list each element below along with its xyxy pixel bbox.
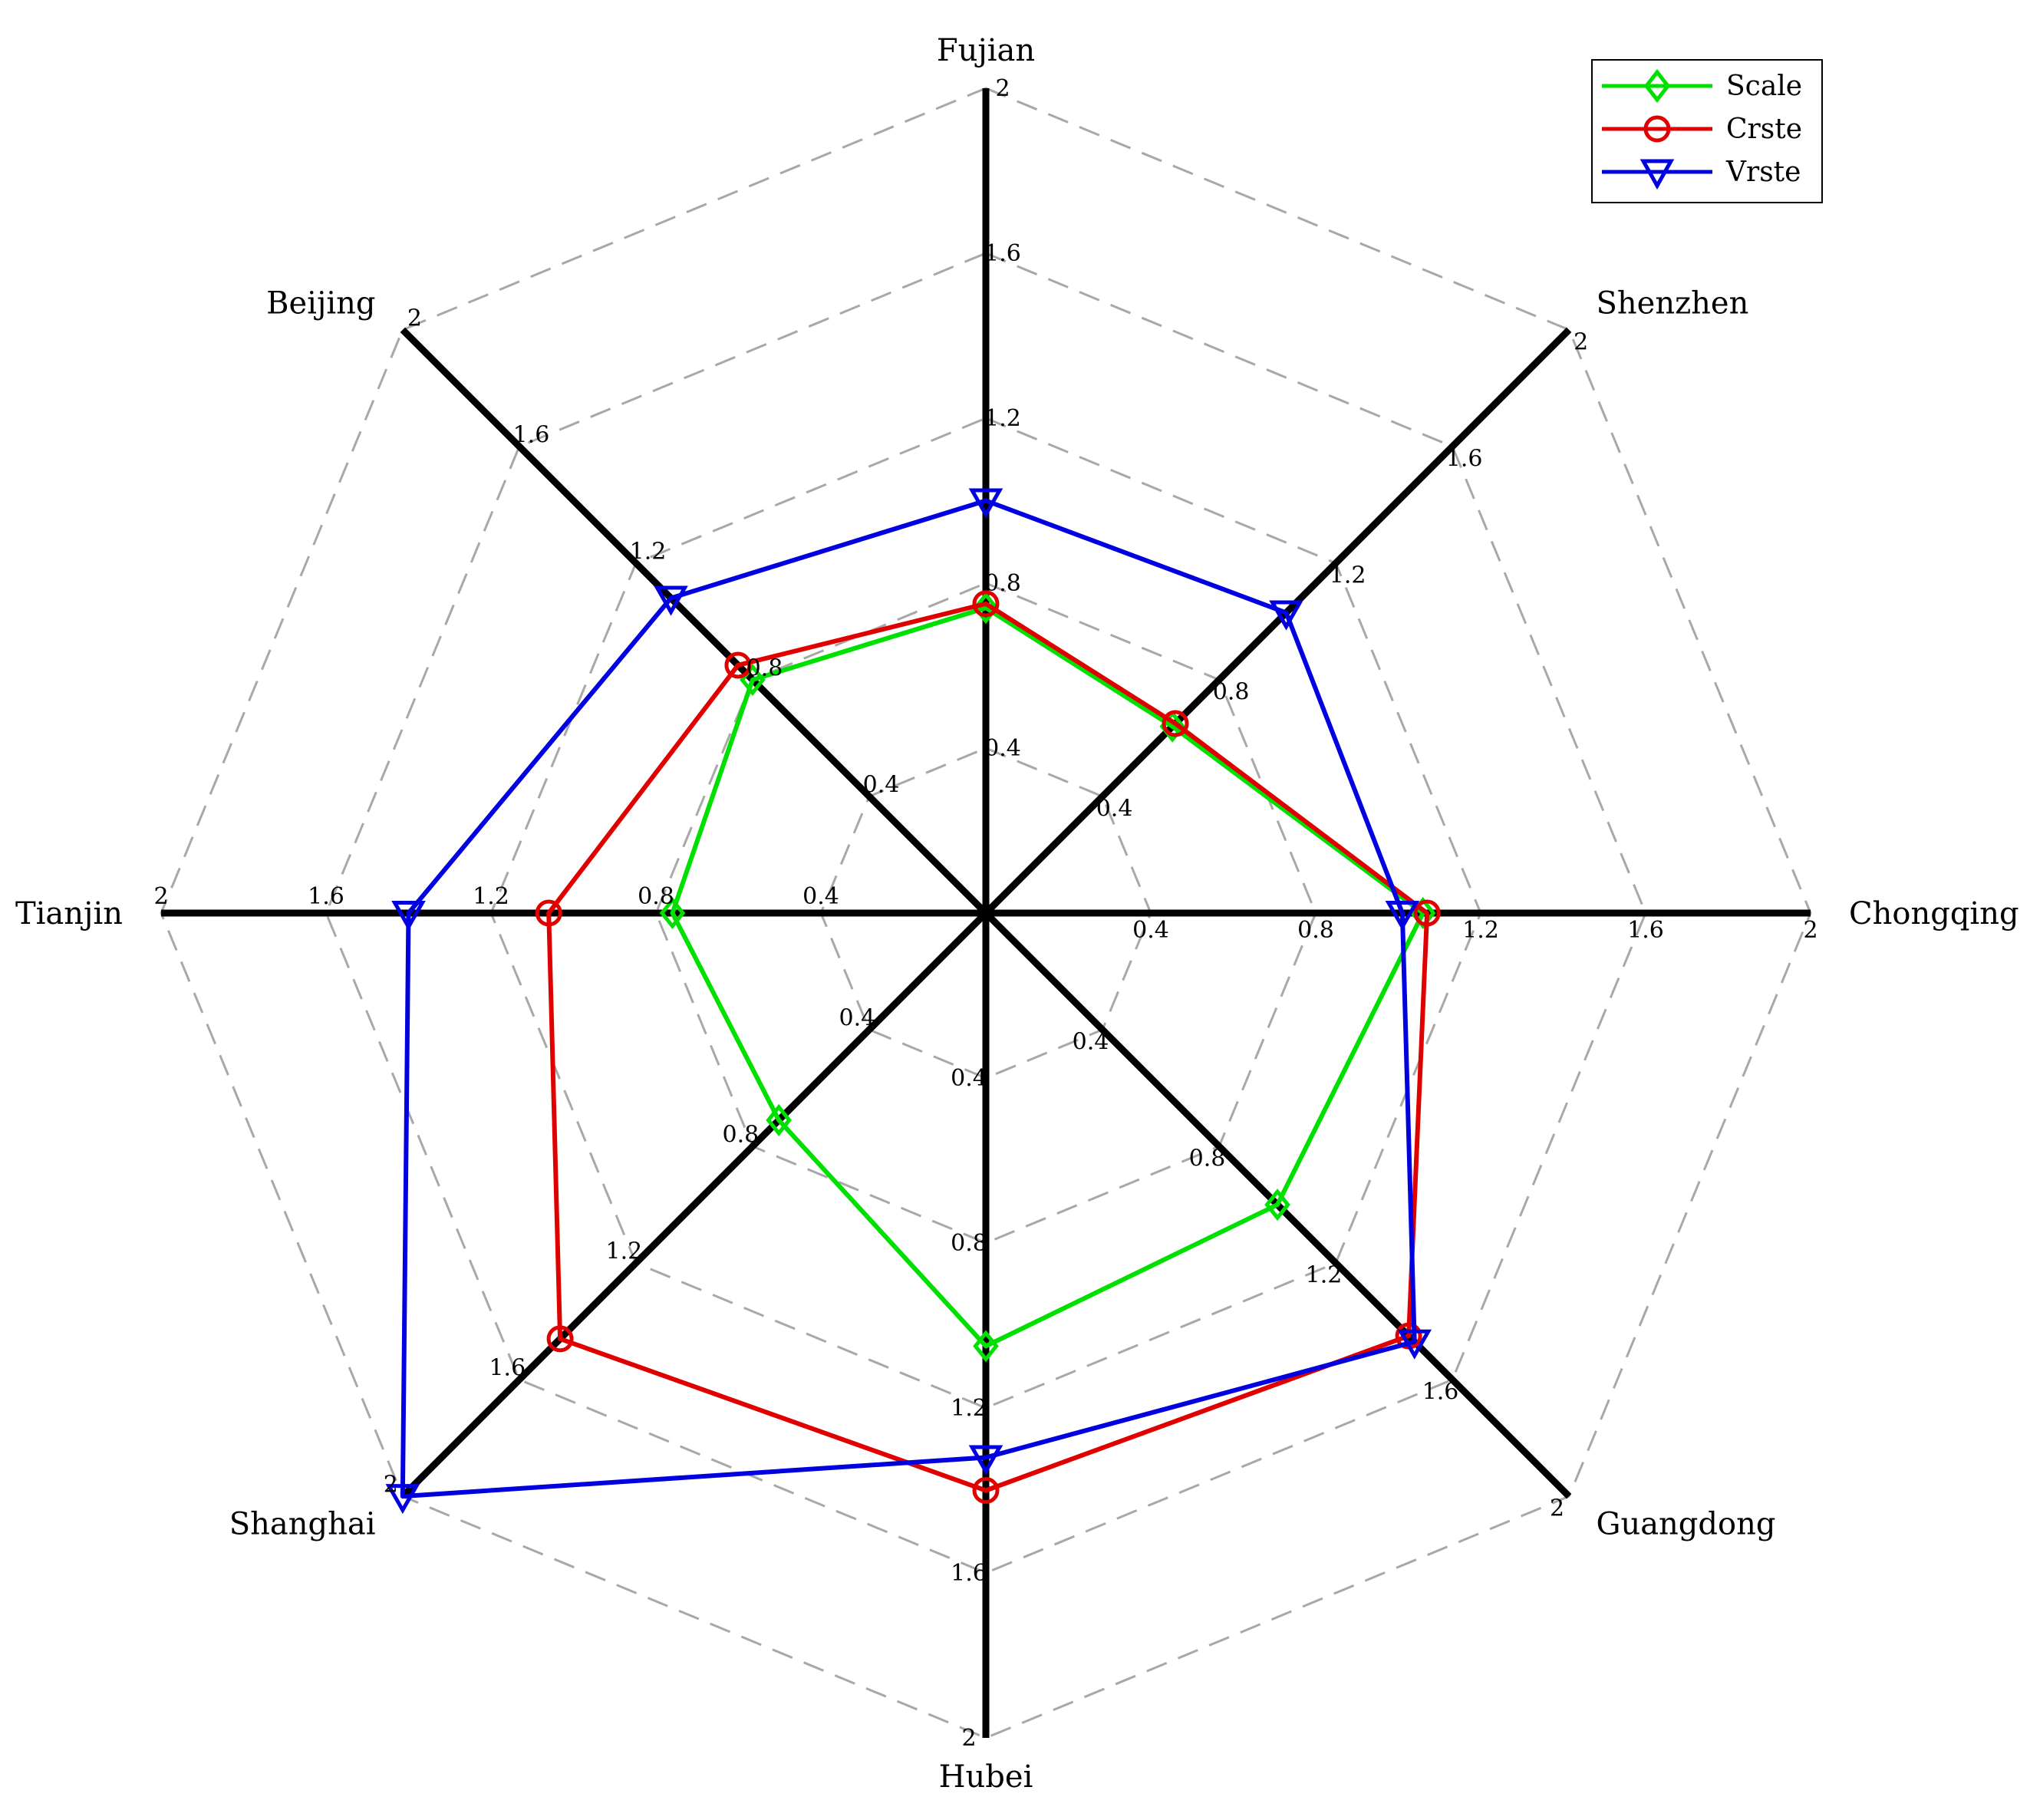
tick-label-fujian-5: 2 [995,75,1010,102]
axis-beijing [400,327,989,916]
tick-label-shenzhen-4: 1.6 [1446,445,1483,472]
legend-entry-scale: Scale [1602,68,1802,104]
tick-label-hubei-3: 1.2 [951,1395,987,1422]
tick-label-hubei-1: 0.4 [951,1065,987,1092]
legend-entry-crste: Crste [1602,114,1802,145]
tick-label-tianjin-1: 0.4 [802,883,839,910]
point-scale-hubei [973,1330,999,1363]
tick-label-shenzhen-2: 0.8 [1213,679,1250,706]
tick-label-shanghai-5: 2 [384,1472,398,1499]
series-crste [535,590,1441,1504]
tick-label-shanghai-2: 0.8 [723,1121,760,1148]
series-line-crste [546,601,1430,1493]
category-label-shanghai: Shanghai [229,1506,376,1541]
legend: Scale Crste Vrste [1591,59,1823,203]
axis-shanghai [400,910,989,1499]
category-label-guangdong: Guangdong [1596,1506,1775,1541]
point-crste-tianjin [535,899,562,927]
category-label-fujian: Fujian [937,33,1035,68]
tick-label-chongqing-5: 2 [1803,917,1817,944]
tick-label-shanghai-4: 1.6 [489,1355,526,1382]
tick-label-chongqing-3: 1.2 [1462,917,1499,944]
series-vrste [385,488,1432,1515]
point-crste-shanghai [546,1325,574,1353]
axis-layer [161,88,1811,1738]
point-vrste-guangdong [1397,1329,1432,1360]
tick-label-hubei-4: 1.6 [951,1560,987,1587]
point-crste-shenzhen [1162,710,1189,737]
point-vrste-tianjin [391,901,426,931]
point-crste-hubei [972,1477,1000,1504]
tick-label-guangdong-1: 0.4 [1073,1029,1109,1056]
point-scale-tianjin [659,896,686,930]
tick-label-guangdong-3: 1.2 [1306,1262,1343,1289]
tick-label-tianjin-4: 1.6 [308,883,344,910]
series-layer [385,488,1441,1515]
tick-label-beijing-1: 0.4 [863,771,900,798]
tick-label-guangdong-5: 2 [1550,1495,1564,1522]
category-label-shenzhen: Shenzhen [1596,286,1748,321]
point-vrste-fujian [968,488,1003,519]
point-crste-chongqing [1413,899,1441,927]
legend-label-scale: Scale [1726,71,1802,102]
tick-label-beijing-5: 2 [407,305,422,331]
point-vrste-shanghai [385,1484,420,1515]
legend-label-crste: Crste [1726,114,1802,145]
point-vrste-beijing [654,585,688,616]
point-crste-beijing [724,651,752,679]
category-label-tianjin: Tianjin [15,896,123,931]
tick-label-chongqing-4: 1.6 [1627,917,1664,944]
series-line-scale [670,605,1425,1349]
category-label-chongqing: Chongqing [1849,896,2019,931]
tick-label-chongqing-2: 0.8 [1297,917,1334,944]
tick-label-chongqing-1: 0.4 [1132,917,1169,944]
category-label-beijing: Beijing [266,286,375,321]
legend-marker-crste [1643,115,1671,143]
tick-label-beijing-3: 1.2 [630,538,667,565]
tick-label-fujian-4: 1.6 [984,240,1021,267]
tick-layer: 0.4 0.8 1.2 1.6 2 0.4 0.8 1.2 1.6 2 0.4 0.8 1.2 1.6 2 0… [153,75,1817,1752]
tick-label-hubei-2: 0.8 [951,1230,987,1257]
legend-marker-scale [1643,68,1671,104]
tick-label-tianjin-5: 2 [153,883,168,910]
point-scale-shanghai [766,1103,792,1136]
series-scale [659,592,1436,1363]
tick-label-hubei-5: 2 [961,1725,976,1752]
point-vrste-chongqing [1385,901,1420,931]
legend-entry-vrste: Vrste [1602,157,1801,190]
tick-label-fujian-1: 0.4 [984,735,1021,762]
point-vrste-shenzhen [1269,600,1303,631]
tick-label-shenzhen-5: 2 [1574,328,1588,355]
tick-label-shanghai-1: 0.4 [839,1004,876,1031]
legend-marker-vrste [1639,159,1675,190]
tick-label-beijing-4: 1.6 [513,421,550,448]
tick-label-fujian-2: 0.8 [984,570,1021,597]
legend-label-vrste: Vrste [1725,157,1801,188]
category-label-hubei: Hubei [939,1759,1033,1795]
axis-shenzhen [983,327,1572,916]
tick-label-tianjin-3: 1.2 [473,883,509,910]
tick-label-fujian-3: 1.2 [984,405,1021,432]
tick-label-beijing-2: 0.8 [746,654,783,681]
tick-label-tianjin-2: 0.8 [638,883,674,910]
legend-box [1591,59,1823,203]
tick-label-guangdong-4: 1.6 [1422,1379,1459,1406]
point-vrste-hubei [968,1445,1003,1475]
point-scale-guangdong [1264,1189,1290,1222]
tick-label-shanghai-3: 1.2 [606,1238,643,1265]
tick-label-shenzhen-1: 0.4 [1096,796,1133,823]
point-crste-fujian [972,590,1000,618]
tick-label-shenzhen-3: 1.2 [1330,562,1366,589]
series-line-vrste [400,498,1417,1499]
tick-label-guangdong-2: 0.8 [1189,1146,1226,1172]
